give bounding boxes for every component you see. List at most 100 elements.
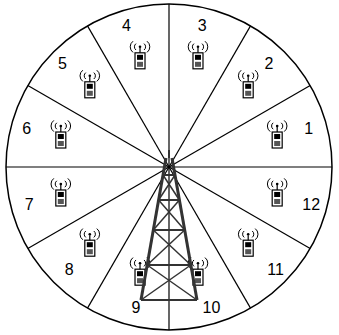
radio-wave [238, 229, 241, 240]
phone-screen [245, 84, 251, 89]
radio-wave [281, 123, 283, 129]
sector-boundary [28, 167, 169, 249]
tower-brace [153, 230, 191, 265]
sector-number: 6 [22, 121, 31, 137]
radio-wave [144, 260, 146, 266]
radio-wave [84, 231, 86, 237]
sector-boundary [88, 167, 170, 308]
phone-screen [137, 55, 143, 60]
sector-boundary [168, 167, 169, 330]
radio-wave [94, 231, 96, 237]
radio-wave [252, 73, 254, 79]
phone-antenna-tip [89, 75, 92, 78]
tower-brace [141, 265, 191, 300]
radio-wave [192, 260, 194, 266]
tower-rung [163, 174, 175, 176]
phone-screen [195, 271, 201, 276]
phone-screen [274, 192, 280, 197]
radio-wave [255, 229, 258, 240]
radio-wave [51, 178, 54, 189]
radio-wave [252, 231, 254, 237]
radio-wave [284, 120, 287, 131]
phone-body [272, 132, 282, 148]
sector-boundary [169, 166, 332, 167]
radio-wave [97, 229, 100, 240]
radio-wave [97, 70, 100, 81]
phone-keypad [58, 141, 64, 146]
mobile-phone [51, 178, 71, 206]
radio-wave [94, 73, 96, 79]
radio-wave [202, 44, 204, 50]
phone-body [56, 190, 66, 206]
phone-body [243, 240, 253, 256]
sector-number: 10 [203, 300, 221, 316]
phone-keypad [87, 249, 93, 254]
phone-antenna-tip [247, 75, 250, 78]
phone-antenna-tip [139, 262, 142, 265]
radio-wave [80, 229, 83, 240]
radio-wave [65, 181, 67, 187]
sector-number: 1 [304, 121, 313, 137]
radio-wave [205, 41, 208, 52]
radio-wave [267, 178, 270, 189]
sector-boundary [169, 86, 310, 168]
radio-wave [272, 123, 274, 129]
mobile-phone [188, 41, 208, 69]
radio-wave [272, 181, 274, 187]
phone-keypad [58, 199, 64, 204]
radio-wave [238, 70, 241, 81]
mobile-phone [80, 70, 100, 98]
phone-screen [274, 134, 280, 139]
radio-wave [267, 120, 270, 131]
phone-antenna-tip [197, 46, 200, 49]
phone-antenna [139, 48, 140, 53]
phone-keypad [195, 278, 201, 283]
sector-boundary [88, 26, 170, 167]
sector-boundary [6, 166, 169, 167]
phone-keypad [195, 62, 201, 67]
mobile-phone [51, 120, 71, 148]
phone-body [56, 132, 66, 148]
phone-antenna [248, 77, 249, 82]
phone-antenna-tip [60, 183, 63, 186]
radio-wave [147, 41, 150, 52]
radio-wave [243, 231, 245, 237]
phone-keypad [245, 249, 251, 254]
phone-antenna [197, 264, 198, 269]
phone-screen [195, 55, 201, 60]
radio-wave [130, 258, 133, 269]
sector-number: 4 [122, 18, 131, 34]
sector-boundary [169, 167, 251, 308]
cell-circle [6, 4, 332, 330]
tower-rung [141, 299, 197, 301]
phone-antenna-tip [89, 233, 92, 236]
sector-number: 3 [198, 18, 207, 34]
radio-wave [51, 120, 54, 131]
mobile-phone [130, 41, 150, 69]
phone-antenna [60, 185, 61, 190]
phone-antenna-tip [60, 125, 63, 128]
radio-wave [68, 120, 71, 131]
sector-number: 2 [264, 56, 273, 72]
radio-wave [144, 44, 146, 50]
radio-wave [202, 260, 204, 266]
phone-antenna [89, 235, 90, 240]
radio-wave [134, 44, 136, 50]
tower-brace [159, 200, 185, 230]
sector-number: 9 [131, 300, 140, 316]
tower-brace [159, 175, 175, 200]
tower-mast [168, 150, 170, 158]
phone-body [243, 82, 253, 98]
base-station-tower [141, 150, 197, 300]
phone-antenna [197, 48, 198, 53]
radio-wave [243, 73, 245, 79]
phone-keypad [245, 91, 251, 96]
phone-antenna-tip [197, 262, 200, 265]
sector-boundary [169, 26, 251, 167]
phone-antenna-tip [276, 183, 279, 186]
radio-wave [284, 178, 287, 189]
phone-screen [87, 84, 93, 89]
tower-brace [147, 230, 185, 265]
